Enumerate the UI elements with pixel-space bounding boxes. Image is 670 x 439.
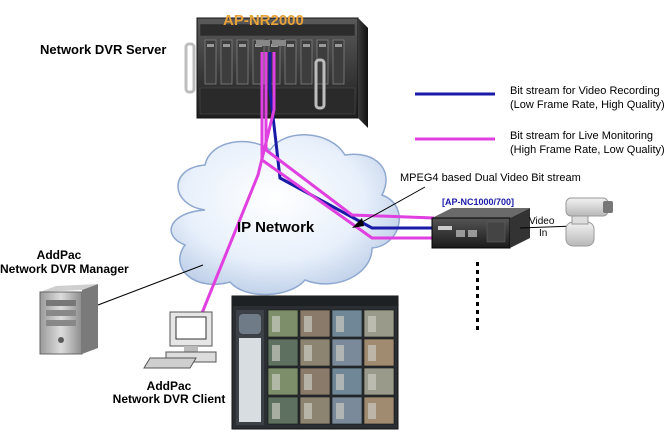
client-label-2: Network DVR Client: [112, 392, 226, 406]
encoder-device: [431, 208, 530, 249]
dot: [476, 262, 479, 266]
thumbnail-building: [272, 374, 280, 390]
thumbnail-building: [368, 316, 376, 332]
drive-bay-handle: [319, 44, 326, 47]
recording-stream-line: [268, 52, 434, 230]
drive-bay: [236, 39, 249, 85]
thumbnail-building: [304, 403, 312, 419]
monitoring-stream-line-to-client: [198, 52, 276, 319]
legend-recording-line1: Bit stream for Video Recording: [510, 85, 660, 97]
manager-link-line: [97, 264, 204, 306]
ptz-camera: [565, 197, 613, 247]
legend-recording-line2: (Low Frame Rate, High Quality): [510, 99, 665, 111]
video-in-label-2: In: [539, 228, 548, 239]
thumbnail-building: [368, 403, 376, 419]
dot: [476, 270, 479, 274]
thumbnail-building: [304, 316, 312, 332]
ip-network-cloud: [170, 134, 400, 296]
monitoring-stream-line-to-encoder: [260, 52, 434, 240]
thumbnail-building: [304, 374, 312, 390]
thumbnail-building: [272, 345, 280, 361]
thumbnail-building: [368, 345, 376, 361]
stream-note-arrow-icon: [352, 218, 364, 228]
monitoring-stream-line-to-encoder-2: [264, 52, 435, 220]
thumbnail-building: [336, 316, 344, 332]
drive-bay-handle: [223, 44, 230, 47]
thumbnail-building: [272, 316, 280, 332]
stream-lines: [193, 52, 435, 324]
thumbnail-building: [336, 403, 344, 419]
client-label-1: AddPac: [146, 379, 192, 393]
manager-pc-tower: [39, 284, 98, 355]
drive-bay: [332, 39, 345, 85]
drive-bay-handle: [303, 44, 310, 47]
manager-label-2: Network DVR Manager: [0, 262, 129, 276]
server-model-label: AP-NR2000: [223, 12, 304, 29]
manager-label-1: AddPac: [36, 248, 82, 262]
drive-bay: [204, 39, 217, 85]
drive-bay-handle: [287, 44, 294, 47]
dot: [476, 302, 479, 306]
stream-note-pointer: [354, 186, 426, 227]
dot: [476, 294, 479, 298]
thumbnail-building: [304, 345, 312, 361]
dot: [476, 318, 479, 322]
drive-bay-handle: [335, 44, 342, 47]
drive-bay: [284, 39, 297, 85]
dvr-client-screen: [231, 295, 399, 430]
video-in-cable: [519, 225, 575, 229]
thumbnail-building: [336, 345, 344, 361]
drive-bay: [220, 39, 233, 85]
drive-bay-handle: [207, 44, 214, 47]
more-devices-dots: [476, 262, 479, 330]
legend-monitoring-line2: (High Frame Rate, Low Quality): [510, 144, 665, 156]
cloud-label: IP Network: [237, 219, 315, 236]
dot: [476, 310, 479, 314]
encoder-model-label: [AP-NC1000/700]: [442, 197, 515, 207]
thumbnail-building: [336, 374, 344, 390]
client-pc: [143, 311, 217, 369]
legend-monitoring-line1: Bit stream for Live Monitoring: [510, 130, 654, 142]
thumbnail-building: [272, 403, 280, 419]
camera-thumbnail: [363, 367, 395, 396]
dot: [476, 278, 479, 282]
dot: [476, 326, 479, 330]
drive-bay: [300, 39, 313, 85]
thumbnail-building: [368, 374, 376, 390]
dot: [476, 286, 479, 290]
video-in-label-1: Video: [529, 216, 555, 227]
stream-note: MPEG4 based Dual Video Bit stream: [400, 172, 581, 184]
drive-bay-handle: [239, 44, 246, 47]
camera-thumbnail: [299, 367, 331, 396]
server-title: Network DVR Server: [40, 42, 167, 57]
dvr-server-rack: [184, 17, 368, 128]
